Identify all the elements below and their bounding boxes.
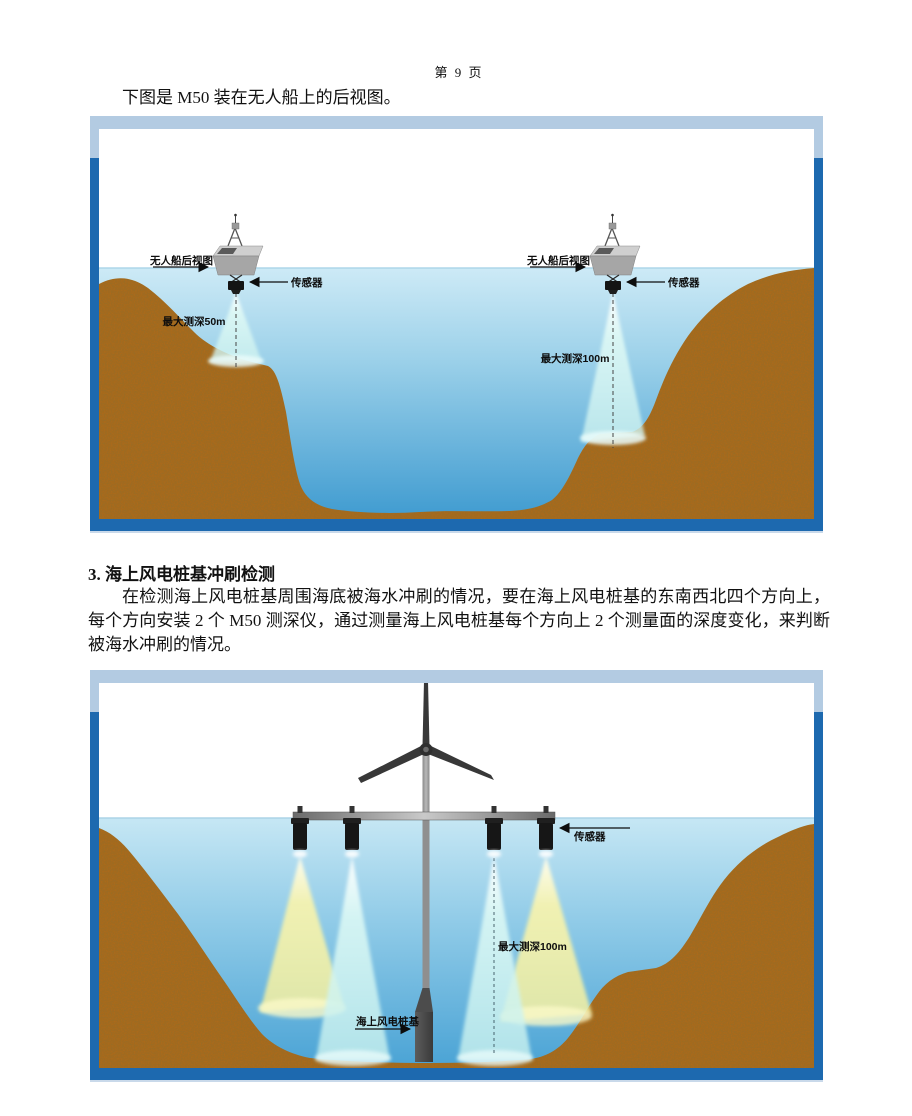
section-heading: 3. 海上风电桩基冲刷检测 xyxy=(88,565,275,584)
left-boat xyxy=(212,213,264,294)
sensor-head xyxy=(608,290,618,294)
sensor-head xyxy=(231,290,241,294)
sensor-cap xyxy=(291,818,309,824)
sensor-body xyxy=(293,823,307,850)
fig2-depth-label: 最大测深100m xyxy=(498,940,567,953)
sensor-body xyxy=(487,823,501,850)
turbine-mast-underwater xyxy=(422,818,430,990)
boat-antenna-tip xyxy=(234,213,237,217)
fig2-beam-s1-yellow xyxy=(258,856,346,1018)
fig1-right-depth-label: 最大测深100m xyxy=(541,352,610,365)
fig1-left-sensor-label: 传感器 xyxy=(290,276,323,289)
intro-paragraph: 下图是 M50 装在无人船上的后视图。 xyxy=(122,88,401,107)
boat-mast-box xyxy=(231,222,240,230)
boat-antenna-tip xyxy=(611,213,614,217)
wind-turbine xyxy=(358,681,494,818)
fig1-left-depth-label: 最大测深50m xyxy=(162,315,225,328)
sensor-body xyxy=(228,281,244,290)
fig1-right-beam xyxy=(580,293,646,448)
sensor-cap xyxy=(537,818,555,824)
fig2-beam-s2-cyan xyxy=(315,856,391,1066)
pile-shoulder xyxy=(415,988,433,1012)
figure1-canvas: 无人船后视图 传感器 最大测深50m 无人船后视图 传感器 最大测深100m xyxy=(90,116,823,533)
boat-mast-box xyxy=(608,222,617,230)
turbine-mast xyxy=(422,749,430,818)
sensor-body xyxy=(539,823,553,850)
sensor-cap xyxy=(485,818,503,824)
fig2-sensor-label: 传感器 xyxy=(573,830,606,843)
fig1-seabed xyxy=(99,268,814,519)
page-number: 第 9 页 xyxy=(434,65,484,80)
figure-wind-pile-depth: 传感器 最大测深100m 海上风电桩基 xyxy=(90,670,823,1083)
sensor-body xyxy=(345,823,359,850)
fig1-right-sensor-label: 传感器 xyxy=(667,276,700,289)
fig1-left-view-label: 无人船后视图 xyxy=(149,254,213,267)
turbine-blade-left xyxy=(358,746,424,783)
fig1-left-beam xyxy=(208,293,264,370)
fig1-frame xyxy=(90,116,823,533)
figure2-canvas: 传感器 最大测深100m 海上风电桩基 xyxy=(90,670,823,1082)
fig2-sky xyxy=(99,683,814,818)
boat-deck-hatch xyxy=(217,248,237,254)
fig1-sky xyxy=(99,129,814,268)
fig2-frame xyxy=(90,670,823,1082)
section-paragraph: 在检测海上风电桩基周围海底被海水冲刷的情况，要在海上风电桩基的东南西北四个方向上… xyxy=(88,587,830,654)
boat-hull xyxy=(589,255,637,276)
fig2-beam-s3-cyan xyxy=(457,856,533,1066)
fig1-right-view-label: 无人船后视图 xyxy=(526,254,590,267)
boat-hull xyxy=(212,255,260,276)
right-boat xyxy=(589,213,641,294)
pile-sensors xyxy=(291,806,555,858)
fig1-waterline xyxy=(99,267,814,269)
sensor-body xyxy=(605,281,621,290)
turbine-blade-up xyxy=(422,681,430,746)
pile-body xyxy=(415,1012,433,1062)
sensor-support-beam xyxy=(292,811,556,821)
turbine-blade-right xyxy=(428,746,494,780)
figure-boats-depth: 无人船后视图 传感器 最大测深50m 无人船后视图 传感器 最大测深100m xyxy=(90,116,823,533)
sensor-cap xyxy=(343,818,361,824)
fig2-seabed xyxy=(99,824,814,1068)
boat-deck-hatch xyxy=(594,248,614,254)
fig2-pile-label: 海上风电桩基 xyxy=(356,1015,419,1028)
